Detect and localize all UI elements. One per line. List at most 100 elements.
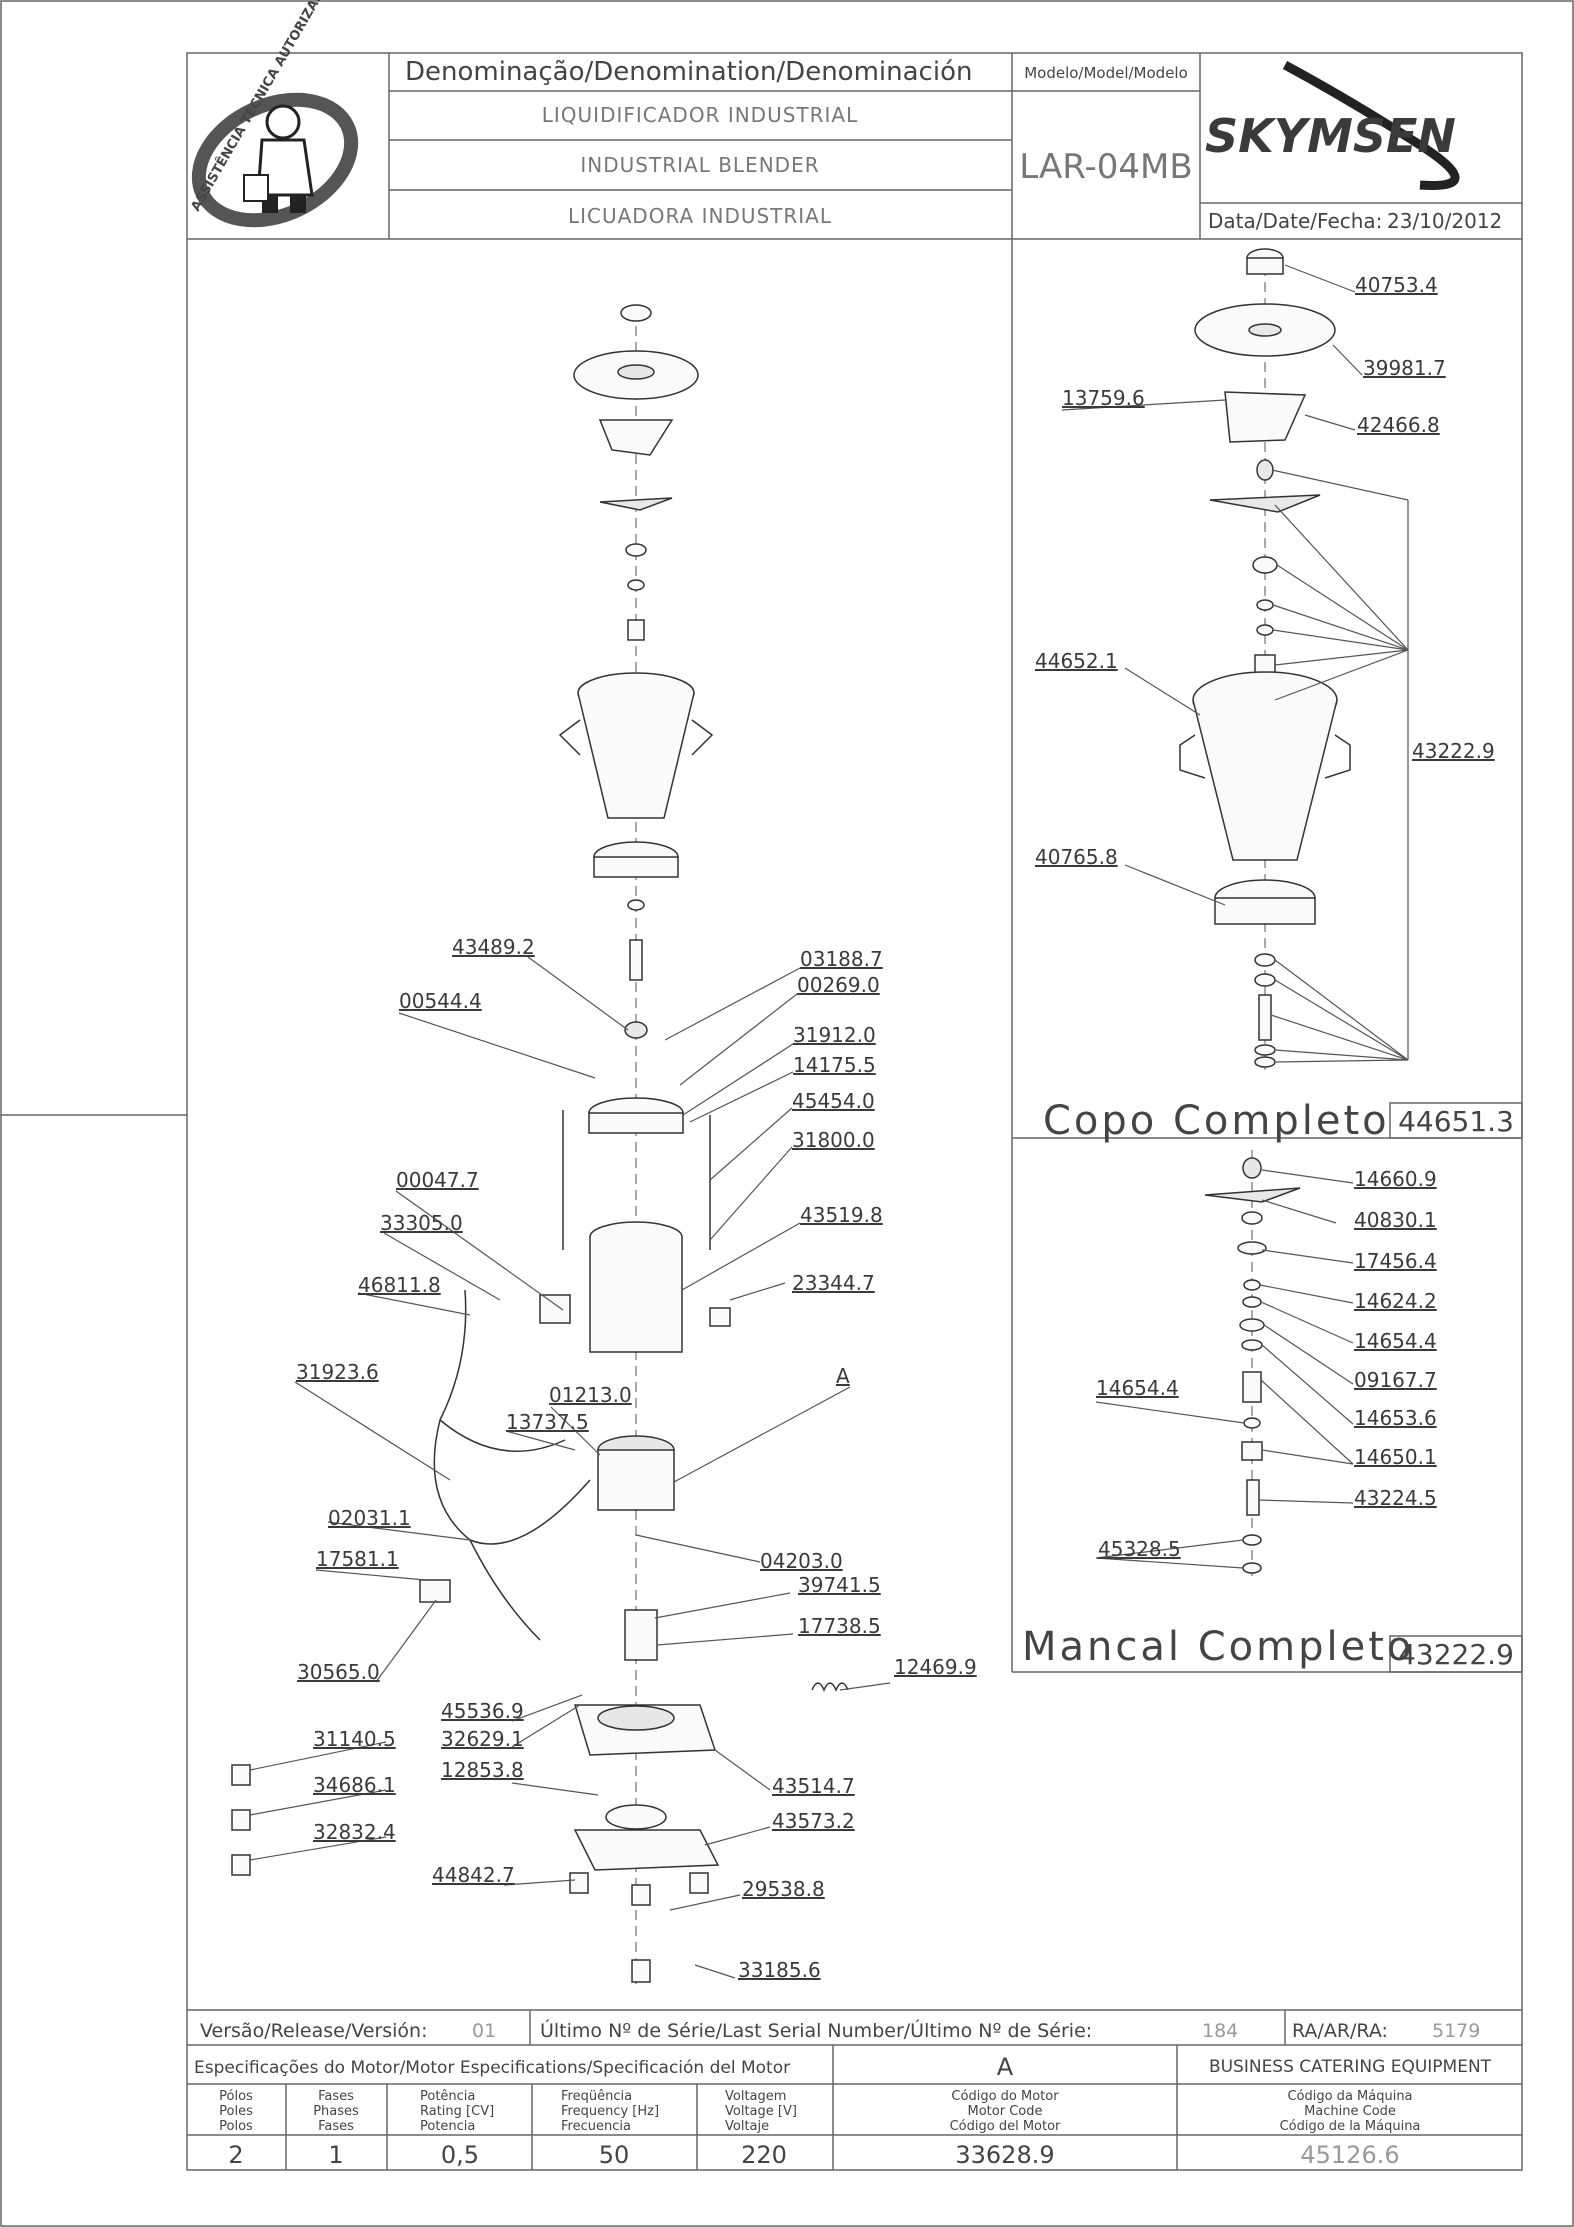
main-leaders	[249, 956, 891, 1979]
mancal-part-numbers: 14660.9 40830.1 17456.4 14624.2 14654.4 …	[1096, 1167, 1437, 1561]
part-label: 31140.5	[313, 1727, 396, 1751]
part-label: 09167.7	[1354, 1368, 1437, 1392]
motor-ref-label: A	[836, 1364, 850, 1388]
part-label: 29538.8	[742, 1877, 825, 1901]
part-label: 32832.4	[313, 1820, 396, 1844]
version-value: 01	[472, 2020, 496, 2042]
frequency-value: 50	[599, 2141, 630, 2169]
copo-assembly	[1179, 248, 1351, 1070]
part-label: 45328.5	[1098, 1537, 1181, 1561]
svg-text:Motor Code: Motor Code	[968, 2104, 1043, 2119]
motor-spec-title: Especificações do Motor/Motor Especifica…	[194, 2058, 790, 2078]
svg-text:Fases: Fases	[318, 2119, 354, 2134]
part-label: 43573.2	[772, 1809, 855, 1833]
part-label: 40765.8	[1035, 845, 1118, 869]
svg-text:Frequency [Hz]: Frequency [Hz]	[561, 2104, 659, 2119]
svg-text:Machine Code: Machine Code	[1304, 2104, 1396, 2119]
part-label: 31800.0	[792, 1128, 875, 1152]
svg-text:Freqüência: Freqüência	[561, 2089, 632, 2104]
copo-leaders	[1061, 264, 1409, 1063]
part-label: 31912.0	[793, 1023, 876, 1047]
copo-code-box	[1389, 1102, 1523, 1139]
part-label: 14660.9	[1354, 1167, 1437, 1191]
rating-value: 0,5	[441, 2141, 479, 2169]
main-assembly	[231, 304, 849, 1990]
mancal-code-box	[1389, 1635, 1523, 1673]
spec-col-poles: Pólos Poles Polos 2	[219, 2089, 253, 2169]
part-label: 43489.2	[452, 935, 535, 959]
part-label: 13737.5	[506, 1410, 589, 1434]
svg-text:Poles: Poles	[219, 2104, 253, 2119]
title-block	[187, 53, 1522, 240]
part-label: 46811.8	[358, 1273, 441, 1297]
svg-text:Potencia: Potencia	[420, 2119, 475, 2134]
part-label: 43222.9	[1412, 739, 1495, 763]
svg-text:Voltagem: Voltagem	[725, 2089, 786, 2104]
part-label: 34686.1	[313, 1773, 396, 1797]
phases-value: 1	[328, 2141, 343, 2169]
part-label: 03188.7	[800, 947, 883, 971]
part-label: 40753.4	[1355, 273, 1438, 297]
svg-text:Código de la Máquina: Código de la Máquina	[1280, 2119, 1421, 2134]
business-line: BUSINESS CATERING EQUIPMENT	[1209, 2057, 1492, 2077]
spec-col-voltage: Voltagem Voltage [V] Voltaje 220	[725, 2089, 797, 2169]
svg-text:Voltage [V]: Voltage [V]	[725, 2104, 797, 2119]
date-value: 23/10/2012	[1387, 209, 1502, 233]
part-label: 00047.7	[396, 1168, 479, 1192]
svg-text:Código do Motor: Código do Motor	[951, 2089, 1059, 2104]
svg-text:Phases: Phases	[313, 2104, 359, 2119]
part-label: 44652.1	[1035, 649, 1118, 673]
copo-part-numbers: 40753.4 39981.7 13759.6 42466.8 44652.1 …	[1035, 273, 1495, 869]
machine-code-value: 45126.6	[1300, 2141, 1399, 2169]
part-label: 14654.4	[1354, 1329, 1437, 1353]
name-es: LICUADORA INDUSTRIAL	[568, 204, 832, 228]
spec-col-phases: Fases Phases Fases 1	[313, 2089, 359, 2169]
ra-label: RA/AR/RA:	[1292, 2020, 1388, 2042]
part-label: 45536.9	[441, 1699, 524, 1723]
part-label: 14175.5	[793, 1053, 876, 1077]
poles-value: 2	[228, 2141, 243, 2169]
part-label: 33185.6	[738, 1958, 821, 1982]
part-label: 39741.5	[798, 1573, 881, 1597]
part-label: 43514.7	[772, 1774, 855, 1798]
svg-text:Código del Motor: Código del Motor	[950, 2119, 1061, 2134]
voltage-value: 220	[741, 2141, 787, 2169]
serial-value: 184	[1202, 2020, 1238, 2042]
mancal-assembly	[1204, 1150, 1301, 1580]
main-part-numbers: 43489.2 00544.4 03188.7 00269.0 31912.0 …	[296, 935, 977, 1982]
svg-text:Pólos: Pólos	[219, 2089, 253, 2104]
part-label: 01213.0	[549, 1383, 632, 1407]
part-label: 23344.7	[792, 1271, 875, 1295]
part-label: 40830.1	[1354, 1208, 1437, 1232]
spec-col-rating: Potência Rating [CV] Potencia 0,5	[420, 2089, 494, 2169]
denomination-title: Denominação/Denomination/Denominación	[405, 57, 972, 87]
part-label: 13759.6	[1062, 386, 1145, 410]
motor-ref: A	[997, 2053, 1014, 2081]
part-label: 12469.9	[894, 1655, 977, 1679]
brand-logo: SKYMSEN	[1205, 61, 1460, 190]
part-label: 00544.4	[399, 989, 482, 1013]
svg-text:Polos: Polos	[219, 2119, 253, 2134]
part-label: 43224.5	[1354, 1486, 1437, 1510]
part-label: 17738.5	[798, 1614, 881, 1638]
model-code: LAR-04MB	[1019, 147, 1192, 187]
svg-text:Rating [CV]: Rating [CV]	[420, 2104, 494, 2119]
part-label: 33305.0	[380, 1211, 463, 1235]
mancal-code: 43222.9	[1398, 1638, 1514, 1671]
footer-grid	[187, 2009, 1522, 2170]
part-label: 17456.4	[1354, 1249, 1437, 1273]
part-label: 42466.8	[1357, 413, 1440, 437]
mancal-title: Mancal Completo	[1022, 1624, 1414, 1670]
part-label: 39981.7	[1363, 356, 1446, 380]
part-label: 14624.2	[1354, 1289, 1437, 1313]
brand-name: SKYMSEN	[1205, 109, 1456, 163]
authorized-assistance-seal	[191, 92, 359, 228]
mancal-leaders	[1095, 1169, 1354, 1569]
name-en: INDUSTRIAL BLENDER	[580, 153, 819, 177]
part-label: 45454.0	[792, 1089, 875, 1113]
part-label: 14653.6	[1354, 1406, 1437, 1430]
part-label: 00269.0	[797, 973, 880, 997]
spec-col-frequency: Freqüência Frequency [Hz] Frecuencia 50	[561, 2089, 659, 2169]
